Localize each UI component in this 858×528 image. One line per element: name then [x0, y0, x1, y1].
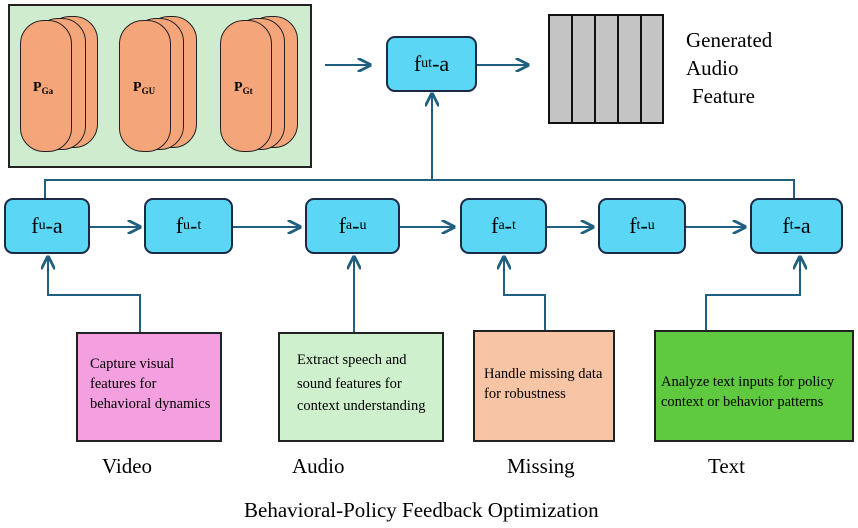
modality-label-audio: Audio: [292, 454, 345, 478]
feature-bar: [594, 14, 619, 124]
text-description-line: context or behavior patterns: [661, 394, 824, 410]
missing-description-line: for robustness: [484, 386, 566, 402]
missing-description-box: Handle missing data for robustness: [473, 330, 615, 442]
pool-card-label-gt: PGt: [234, 80, 253, 96]
audio-description-line: context understanding: [297, 398, 426, 414]
generated-label-line-1: Generated: [686, 28, 773, 52]
feature-bar: [548, 14, 573, 124]
arrow-text-up: [705, 257, 800, 330]
generated-label-line-2: Audio: [686, 56, 739, 80]
pool-card-front: [20, 20, 72, 152]
feature-bar: [617, 14, 642, 124]
text-description-line: Analyze text inputs for policy: [661, 374, 835, 390]
audio-description-line: Extract speech and: [297, 352, 407, 368]
pool-card-front: [220, 20, 272, 152]
modality-label-text: Text: [708, 454, 746, 478]
modality-label-missing: Missing: [507, 454, 575, 478]
video-description-box: Capture visual features for behavioral d…: [76, 332, 222, 442]
feature-bar: [571, 14, 596, 124]
arrow-missing-up: [504, 257, 546, 330]
figure-caption: Behavioral-Policy Feedback Optimization: [244, 498, 599, 522]
modality-label-video: Video: [102, 454, 153, 478]
pool-card-label-ga: PGa: [33, 80, 54, 96]
feature-bar: [640, 14, 664, 124]
pool-card-label-gu: PGU: [133, 80, 156, 96]
generated-label-line-3: Feature: [692, 84, 755, 108]
audio-description-box: Extract speech and sound features for co…: [278, 332, 444, 442]
missing-description-line: Handle missing data: [484, 366, 603, 382]
video-description-line: Capture visual: [90, 356, 175, 372]
pool-card-front: [119, 20, 171, 152]
arrow-video-up: [48, 257, 141, 332]
video-description-line: behavioral dynamics: [90, 396, 211, 412]
audio-description-line: sound features for: [297, 376, 402, 392]
video-description-line: features for: [90, 376, 157, 392]
bus-to-fusion: [44, 179, 795, 200]
text-description-box: Analyze text inputs for policy context o…: [654, 330, 854, 442]
